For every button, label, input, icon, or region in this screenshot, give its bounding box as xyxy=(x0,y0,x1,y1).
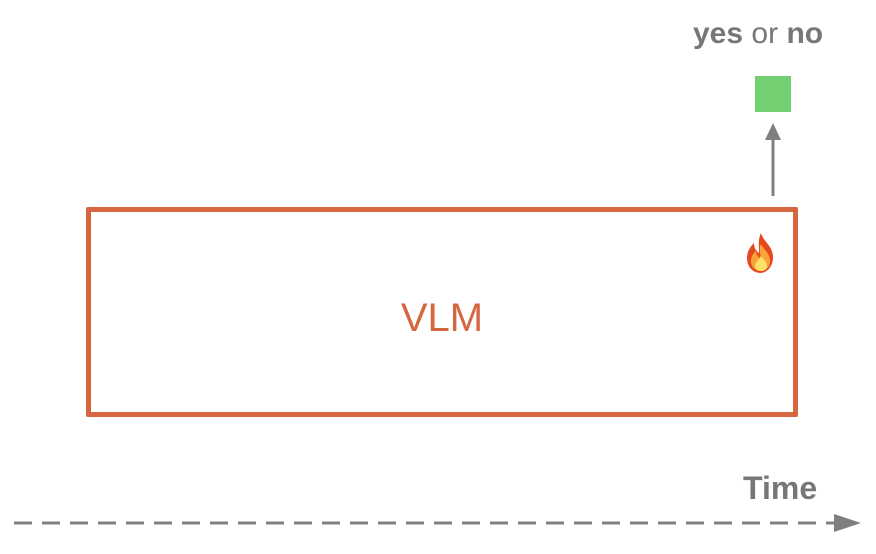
vlm-label: VLM xyxy=(400,296,484,340)
vlm-block: VLM xyxy=(86,207,798,417)
output-token xyxy=(755,76,791,112)
time-axis xyxy=(14,514,861,532)
fire-icon xyxy=(747,233,773,273)
time-label: Time xyxy=(743,470,818,506)
yes-text: yes xyxy=(693,17,744,50)
output-label: yes or no xyxy=(693,16,823,52)
no-text: no xyxy=(786,17,824,50)
or-text: or xyxy=(751,17,779,50)
output-arrow xyxy=(765,123,781,196)
